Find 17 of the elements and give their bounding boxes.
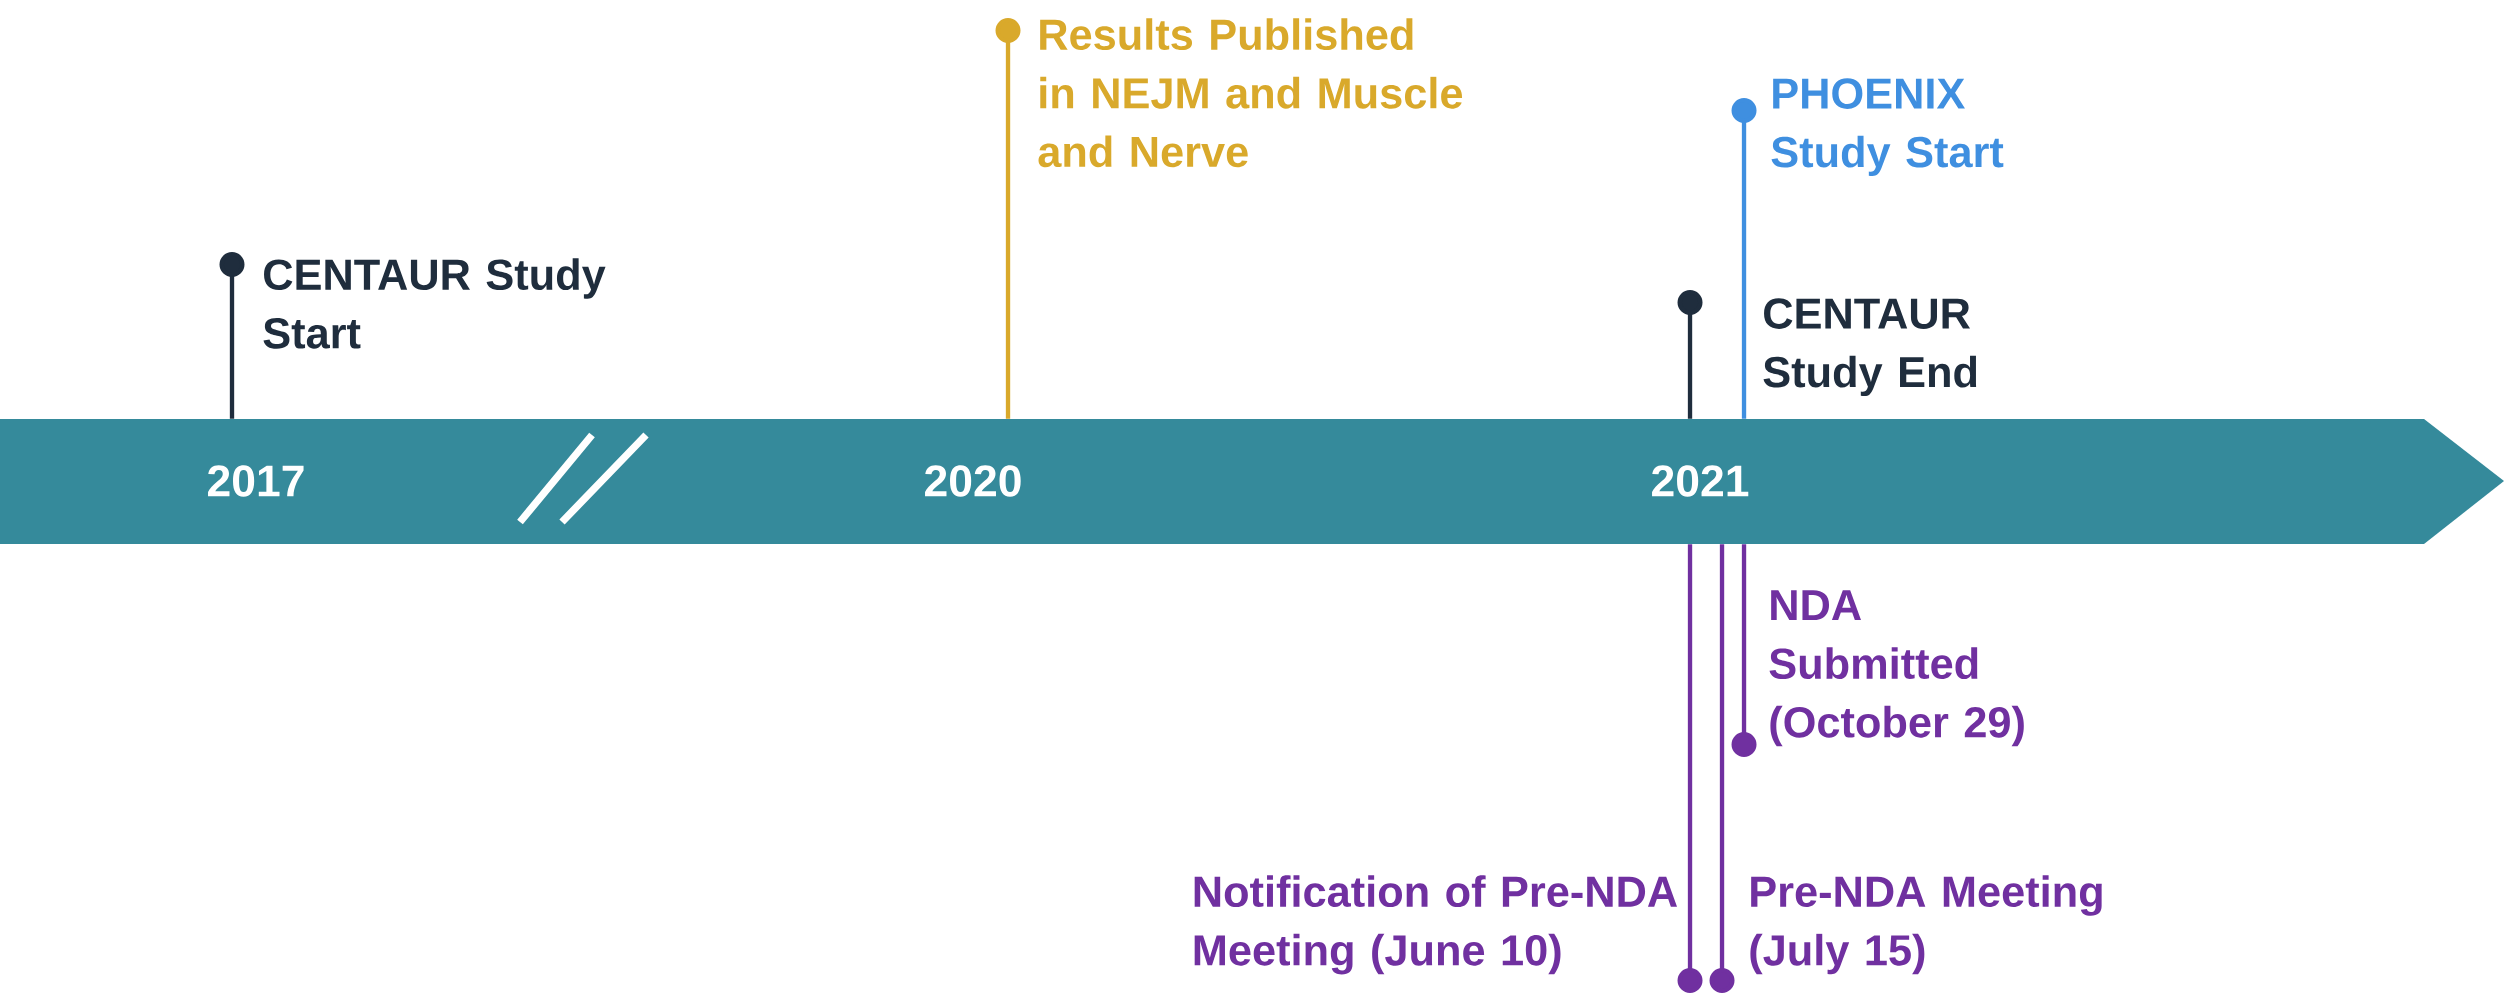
milestone-pin <box>1731 98 1757 419</box>
event-label: NDA Submitted (October 29) <box>1769 590 2024 747</box>
event-label: Results Published in NEJM and Muscle and Nerve <box>1038 18 1463 168</box>
year-label: 2017 <box>208 465 304 497</box>
milestone-pin <box>995 18 1021 419</box>
milestone-pin <box>1677 544 1703 993</box>
year-label: 2020 <box>925 465 1021 497</box>
milestone-pin <box>1731 544 1757 757</box>
event-label: Notification of Pre-NDA Meeting (June 10) <box>1194 875 1678 975</box>
milestone-pin <box>219 252 245 419</box>
event-label: CENTAUR Study Start <box>263 258 606 349</box>
event-label: PHOENIX Study Start <box>1771 78 2004 177</box>
year-label: 2021 <box>1652 465 1749 497</box>
event-label: Pre-NDA Meeting (July 15) <box>1750 875 2102 975</box>
milestone-pin <box>1709 544 1735 993</box>
event-label: CENTAUR Study End <box>1763 298 1977 397</box>
milestone-pin <box>1677 290 1703 419</box>
